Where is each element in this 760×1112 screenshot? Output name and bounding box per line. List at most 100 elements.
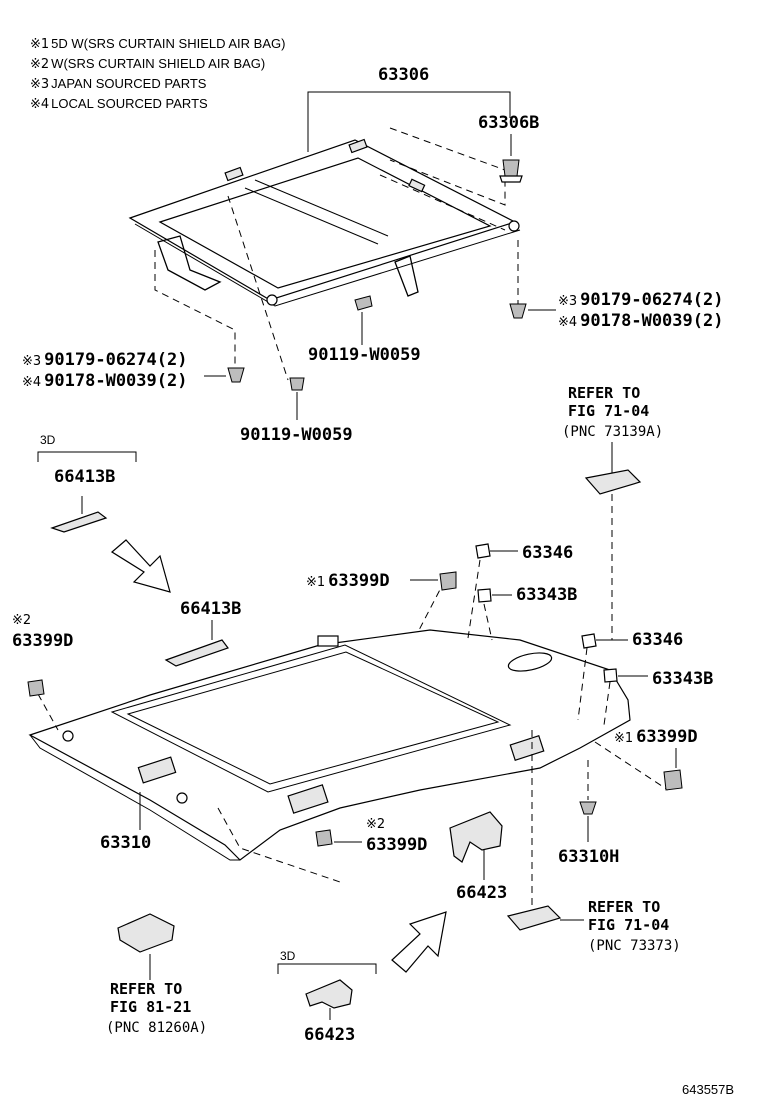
label-63399D-left: 63399D [12, 631, 73, 651]
label-66423-a: 66423 [456, 883, 507, 903]
frame-pivot-right [508, 220, 520, 232]
headliner-lamp-recess-3 [509, 735, 545, 761]
headliner-front-edge [29, 734, 240, 861]
arrow-up-right-icon [391, 911, 447, 973]
headliner-visor-hole-2 [176, 792, 188, 804]
clip-63306B-base [499, 175, 523, 183]
headliner-visor-hole-1 [62, 730, 74, 742]
dash-63399D-right [594, 741, 669, 791]
clip-right-icon [509, 303, 527, 319]
clip-63346-b-icon [581, 633, 597, 649]
part-63346-a: 63346 [475, 543, 573, 563]
ref-bl-line2: FIG 81-21 [110, 998, 191, 1016]
label-3d-a: 3D [40, 433, 56, 447]
frame-tab-1 [224, 166, 244, 182]
dash-63343B-b [603, 681, 611, 726]
label-63399D-bottom-mark: ※2 [366, 817, 385, 832]
label-63310H: 63310H [558, 847, 619, 867]
dash-63399D-top [417, 579, 446, 633]
label-63343B-b: 63343B [652, 669, 713, 689]
sunroof-frame-63306: 63306 [128, 65, 521, 381]
part-66413B-3d: 3D 66413B [37, 433, 137, 533]
bracket-66423-b-icon [305, 979, 353, 1009]
ref-top-line3: (PNC 73139A) [562, 424, 663, 440]
clip-63306B-icon [502, 159, 520, 177]
headliner-lamp-recess-rear [507, 652, 553, 672]
dash-63399D-bottom [217, 807, 341, 883]
frame-inner [158, 157, 492, 289]
headliner-tab-top [317, 635, 339, 647]
part-63399D-bottom: ※2 63399D [315, 817, 427, 855]
frame-lower-edge [134, 223, 521, 307]
clip-left-icon [227, 367, 245, 383]
part-screw-a: 90119-W0059 [308, 295, 421, 365]
bracket-3d-a [37, 451, 137, 462]
dash-frame-right-mid [379, 174, 506, 231]
frame-bracket-right [394, 255, 419, 297]
part-63346-b: 63346 [581, 630, 683, 650]
lamp-73139A-icon [584, 469, 642, 495]
part-63399D-left: ※2 63399D [12, 613, 73, 697]
dash-screw-b [227, 195, 289, 381]
label-63343B-a: 63343B [516, 585, 577, 605]
clip-63346-a-icon [475, 543, 491, 559]
figure-code: 643557B [682, 1082, 734, 1097]
frame-tab-2 [348, 138, 368, 154]
label-63306: 63306 [378, 65, 429, 85]
headliner-lamp-recess-2 [287, 784, 329, 814]
label-63399D-bottom: 63399D [366, 835, 427, 855]
headliner-sunroof-inner [126, 651, 500, 785]
clip-63399D-right-icon [663, 769, 683, 791]
lamp-81260A-icon [117, 913, 175, 953]
label-63346-b: 63346 [632, 630, 683, 650]
leader-63306 [307, 91, 511, 152]
clip-63399D-top-icon [439, 571, 457, 591]
label-63310: 63310 [100, 833, 151, 853]
arrow-down-right-icon [110, 539, 171, 593]
label-66413B-a: 66413B [54, 467, 115, 487]
arrow-down-right [110, 539, 171, 593]
clip-63343B-b-icon [603, 668, 618, 683]
part-63343B-b: 63343B [603, 668, 713, 689]
dash-frame-right-top [389, 127, 506, 206]
part-66413B: 66413B [164, 599, 241, 667]
ref-bottom-right-73373: REFER TO FIG 71-04 (PNC 73373) [506, 898, 681, 954]
part-66423-a: 66423 [449, 811, 507, 903]
ref-bl-line3: (PNC 81260A) [106, 1020, 207, 1036]
label-63399D-left-mark: ※2 [12, 613, 31, 628]
lamp-66413B-b-icon [164, 639, 229, 667]
frame-crossbar-2 [254, 179, 389, 237]
label-3d-b: 3D [280, 949, 296, 963]
clip-63310H-icon [579, 801, 597, 815]
part-63310H: 63310H [558, 801, 619, 867]
label-screw-b: 90119-W0059 [240, 425, 353, 445]
lamp-66413B-icon [50, 511, 108, 533]
clip-63343B-a-icon [477, 588, 492, 603]
headliner-sunroof-opening [110, 644, 512, 793]
screw-a-icon [354, 295, 373, 311]
dash-clip-left [154, 250, 236, 368]
clip-63399D-bottom-icon [315, 829, 333, 847]
screw-b-icon [289, 377, 305, 391]
label-63306B: 63306B [478, 113, 539, 133]
dash-63346-b [577, 647, 588, 721]
dash-63346-a [467, 559, 481, 639]
frame-pivot-left [266, 294, 278, 306]
bracket-66423-icon [449, 811, 503, 863]
frame-bracket-left [157, 235, 222, 291]
dash-63399D-left [37, 693, 59, 731]
label-66423-b: 66423 [304, 1025, 355, 1045]
ref-top-line1: REFER TO [568, 384, 640, 402]
